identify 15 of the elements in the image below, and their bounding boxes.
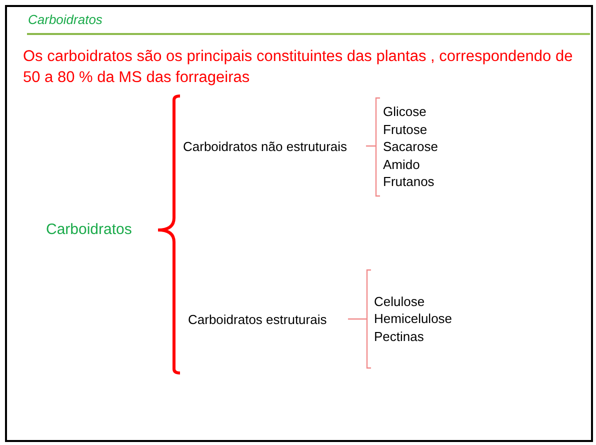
brace [347,269,372,369]
item-label: Frutose [383,120,428,138]
intro-text: Os carboidratos são os principais constituintes das plantas , correspondendo de 50 a 80 % da MS das forrageiras [23,47,574,88]
item-label: Frutanos [383,173,436,191]
item-label: Hemicelulose [374,310,454,328]
slide-title: Carboidratos [28,12,102,27]
group-label: Carboidratos estruturais [188,310,328,328]
category-label: Carboidratos [46,220,133,240]
item-label: Celulose [374,292,426,310]
group-label: Carboidratos não estruturais [183,138,348,154]
item-label: Pectinas [374,328,425,346]
item-label: Amido [383,156,421,174]
item-label: Sacarose [383,138,439,156]
brace [365,97,381,197]
item-label: Glicose [383,103,428,121]
